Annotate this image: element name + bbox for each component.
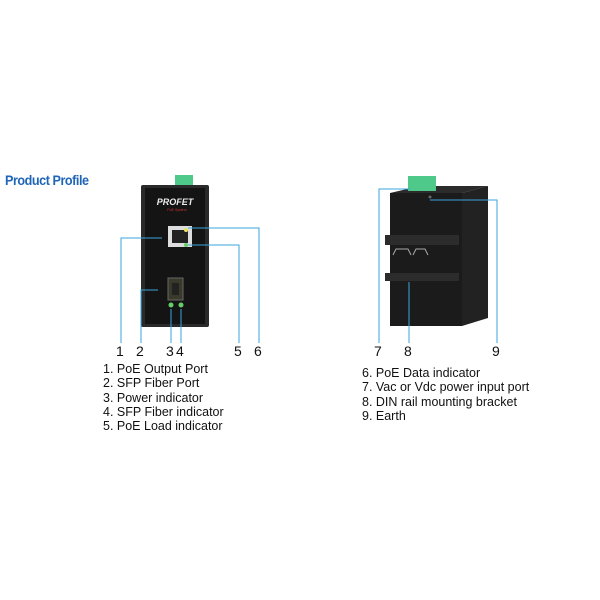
svg-text:PoE System: PoE System (167, 208, 186, 212)
legend-item: 8. DIN rail mounting bracket (362, 394, 517, 409)
legend-item: 7. Vac or Vdc power input port (362, 380, 530, 395)
callout-4: 4 (176, 343, 184, 359)
leader-line-5 (188, 244, 240, 343)
power-terminal-block (408, 176, 436, 191)
poe-data-led (184, 228, 188, 232)
legend-left: 1. PoE Output Port 2. SFP Fiber Port 3. … (103, 362, 224, 433)
poe-load-led (184, 243, 188, 247)
front-view-device: PROFET PoE System (120, 175, 260, 343)
power-led (168, 302, 174, 308)
legend-item: 2. SFP Fiber Port (103, 376, 200, 391)
callout-9: 9 (492, 343, 500, 359)
legend-item: 1. PoE Output Port (103, 362, 208, 376)
callout-7: 7 (374, 343, 382, 359)
callout-1: 1 (116, 343, 124, 359)
din-rail-bracket (385, 235, 459, 245)
legend-item: 9. Earth (362, 408, 406, 423)
leader-line-2 (140, 289, 158, 343)
legend-item: 6. PoE Data indicator (362, 366, 481, 380)
legend-right: 6. PoE Data indicator 7. Vac or Vdc powe… (362, 366, 529, 423)
leader-line-6 (188, 227, 260, 343)
callout-5: 5 (234, 343, 242, 359)
leader-line-9 (430, 199, 498, 343)
callout-8: 8 (404, 343, 412, 359)
legend-item: 3. Power indicator (103, 390, 204, 405)
callout-3: 3 (166, 343, 174, 359)
callout-2: 2 (136, 343, 144, 359)
legend-item: 4. SFP Fiber indicator (103, 404, 224, 419)
callout-6: 6 (254, 343, 262, 359)
section-title: Product Profile (5, 172, 89, 188)
brand-logo: PROFET (157, 197, 195, 207)
leader-line-1 (120, 237, 162, 343)
legend-item: 5. PoE Load indicator (103, 419, 223, 434)
back-view-device (378, 176, 498, 343)
earth-screw (428, 195, 432, 199)
sfp-led (178, 302, 184, 308)
leader-line-7 (378, 188, 410, 343)
